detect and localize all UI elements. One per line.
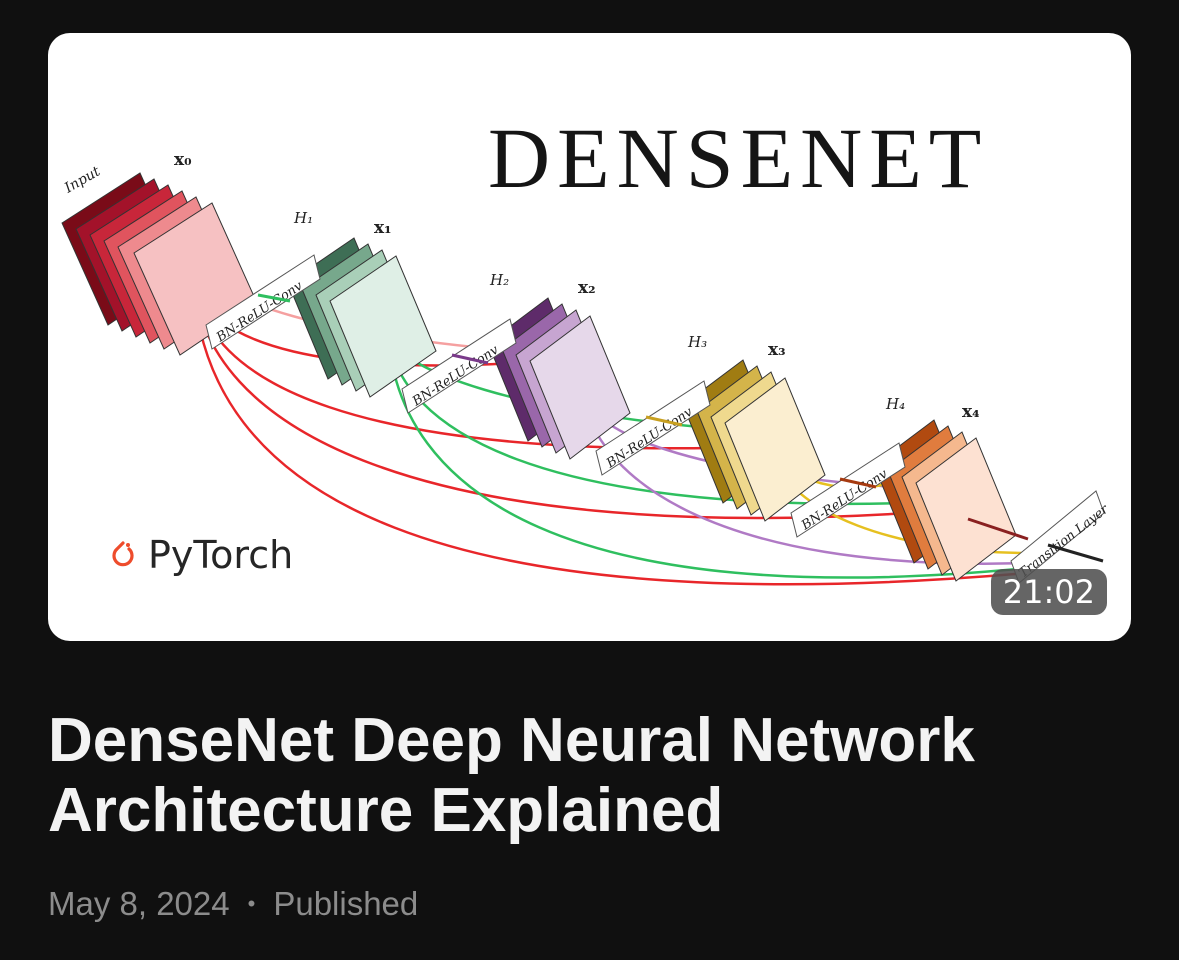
h3-label: H₃ [687,333,707,351]
video-title[interactable]: DenseNet Deep Neural Network Architectur… [48,706,1148,846]
pytorch-flame-icon [108,538,138,572]
x4-stack [874,420,1016,581]
x2-label: x₂ [578,278,596,298]
publish-date: May 8, 2024 [48,885,230,923]
separator-dot: • [248,891,256,917]
x0-label: x₀ [174,150,192,170]
input-label: Input [61,163,103,197]
publish-status: Published [273,885,418,923]
video-meta: May 8, 2024 • Published [48,885,418,923]
h1-label: H₁ [293,209,313,227]
duration-badge: 21:02 [991,569,1107,615]
pytorch-logo: PyTorch [108,533,293,577]
h4-label: H₄ [885,395,905,413]
pytorch-label: PyTorch [148,533,293,577]
x3-label: x₃ [768,340,786,360]
x1-label: x₁ [374,218,392,238]
x4-label: x₄ [962,402,980,422]
h2-label: H₂ [489,271,509,289]
video-thumbnail[interactable]: BN-ReLU-Conv BN-ReLU-Conv BN-ReLU-Conv B… [48,33,1131,641]
thumbnail-brand-title: DENSENET [488,115,988,201]
